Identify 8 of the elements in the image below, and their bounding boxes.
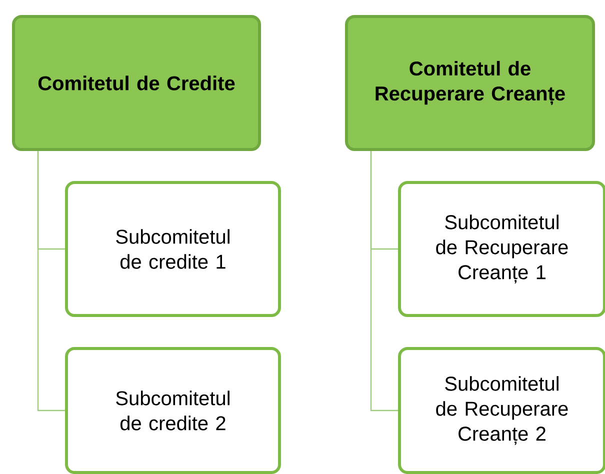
subcommittee-box: Subcomitetul de Recuperare Creanțe 2: [398, 347, 605, 474]
committee-box: Comitetul de Credite: [12, 15, 261, 151]
connector-line: [370, 151, 398, 412]
committee-box: Comitetul de Recuperare Creanțe: [345, 15, 595, 151]
subcommittee-box: Subcomitetul de credite 2: [65, 347, 281, 474]
subcommittee-box: Subcomitetul de credite 1: [65, 181, 281, 317]
subcommittee-box: Subcomitetul de Recuperare Creanțe 1: [398, 181, 605, 317]
connector-line: [37, 151, 65, 412]
